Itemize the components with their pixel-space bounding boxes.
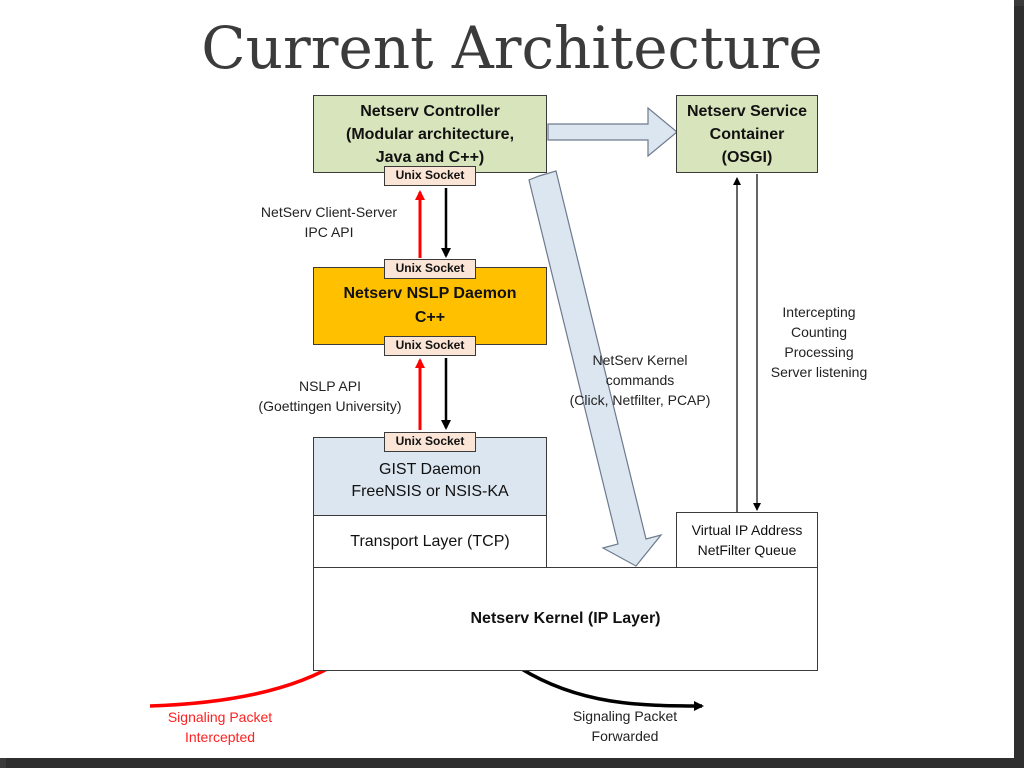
slide-shadow-right [1014,6,1024,768]
unix-socket-nslp-top: Unix Socket [384,259,476,279]
gist-line1: GIST Daemon [379,460,481,478]
slide: Current Architecture [0,0,1014,758]
unix-socket-nslp-bottom: Unix Socket [384,336,476,356]
slide-title: Current Architecture [201,14,823,82]
unix-socket-gist: Unix Socket [384,432,476,452]
transport-layer-box: Transport Layer (TCP) [313,515,547,568]
slide-shadow-bottom [6,758,1024,768]
nslp-line1: Netserv NSLP Daemon [343,285,517,302]
netserv-controller-box: Netserv Controller (Modular architecture… [313,95,547,173]
controller-line3: Java and C++) [375,148,485,166]
kernel-label: Netserv Kernel (IP Layer) [470,610,661,627]
transport-label: Transport Layer (TCP) [350,532,510,550]
kernel-commands-arrow [528,170,663,567]
container-line1: Netserv Service [686,102,808,120]
unix-socket-controller: Unix Socket [384,166,476,186]
signaling-intercepted-label: Signaling Packet Intercepted [167,709,273,745]
controller-line2: (Modular architecture, [345,125,515,143]
intercepting-label: Intercepting Counting Processing Server … [770,304,868,380]
nslp-api-label: NSLP API (Goettingen University) [258,378,402,414]
kernel-commands-label: NetServ Kernel commands (Click, Netfilte… [569,352,711,408]
controller-to-container-arrow [547,106,678,158]
container-line3: (OSGI) [721,148,773,166]
virtual-ip-line2: NetFilter Queue [697,542,797,558]
nslp-line2: C++ [414,309,446,326]
container-line2: Container [709,125,785,143]
ipc-api-label: NetServ Client-Server IPC API [260,204,398,240]
gist-line2: FreeNSIS or NSIS-KA [351,482,509,500]
netserv-nslp-daemon-box: Netserv NSLP Daemon C++ [313,267,547,345]
virtual-ip-line1: Virtual IP Address [691,522,803,538]
signaling-forwarded-label: Signaling Packet Forwarded [572,708,678,744]
netserv-kernel-box: Netserv Kernel (IP Layer) [313,567,818,671]
controller-line1: Netserv Controller [360,102,500,120]
netserv-service-container-box: Netserv Service Container (OSGI) [676,95,818,173]
virtual-ip-box: Virtual IP Address NetFilter Queue [676,512,818,568]
